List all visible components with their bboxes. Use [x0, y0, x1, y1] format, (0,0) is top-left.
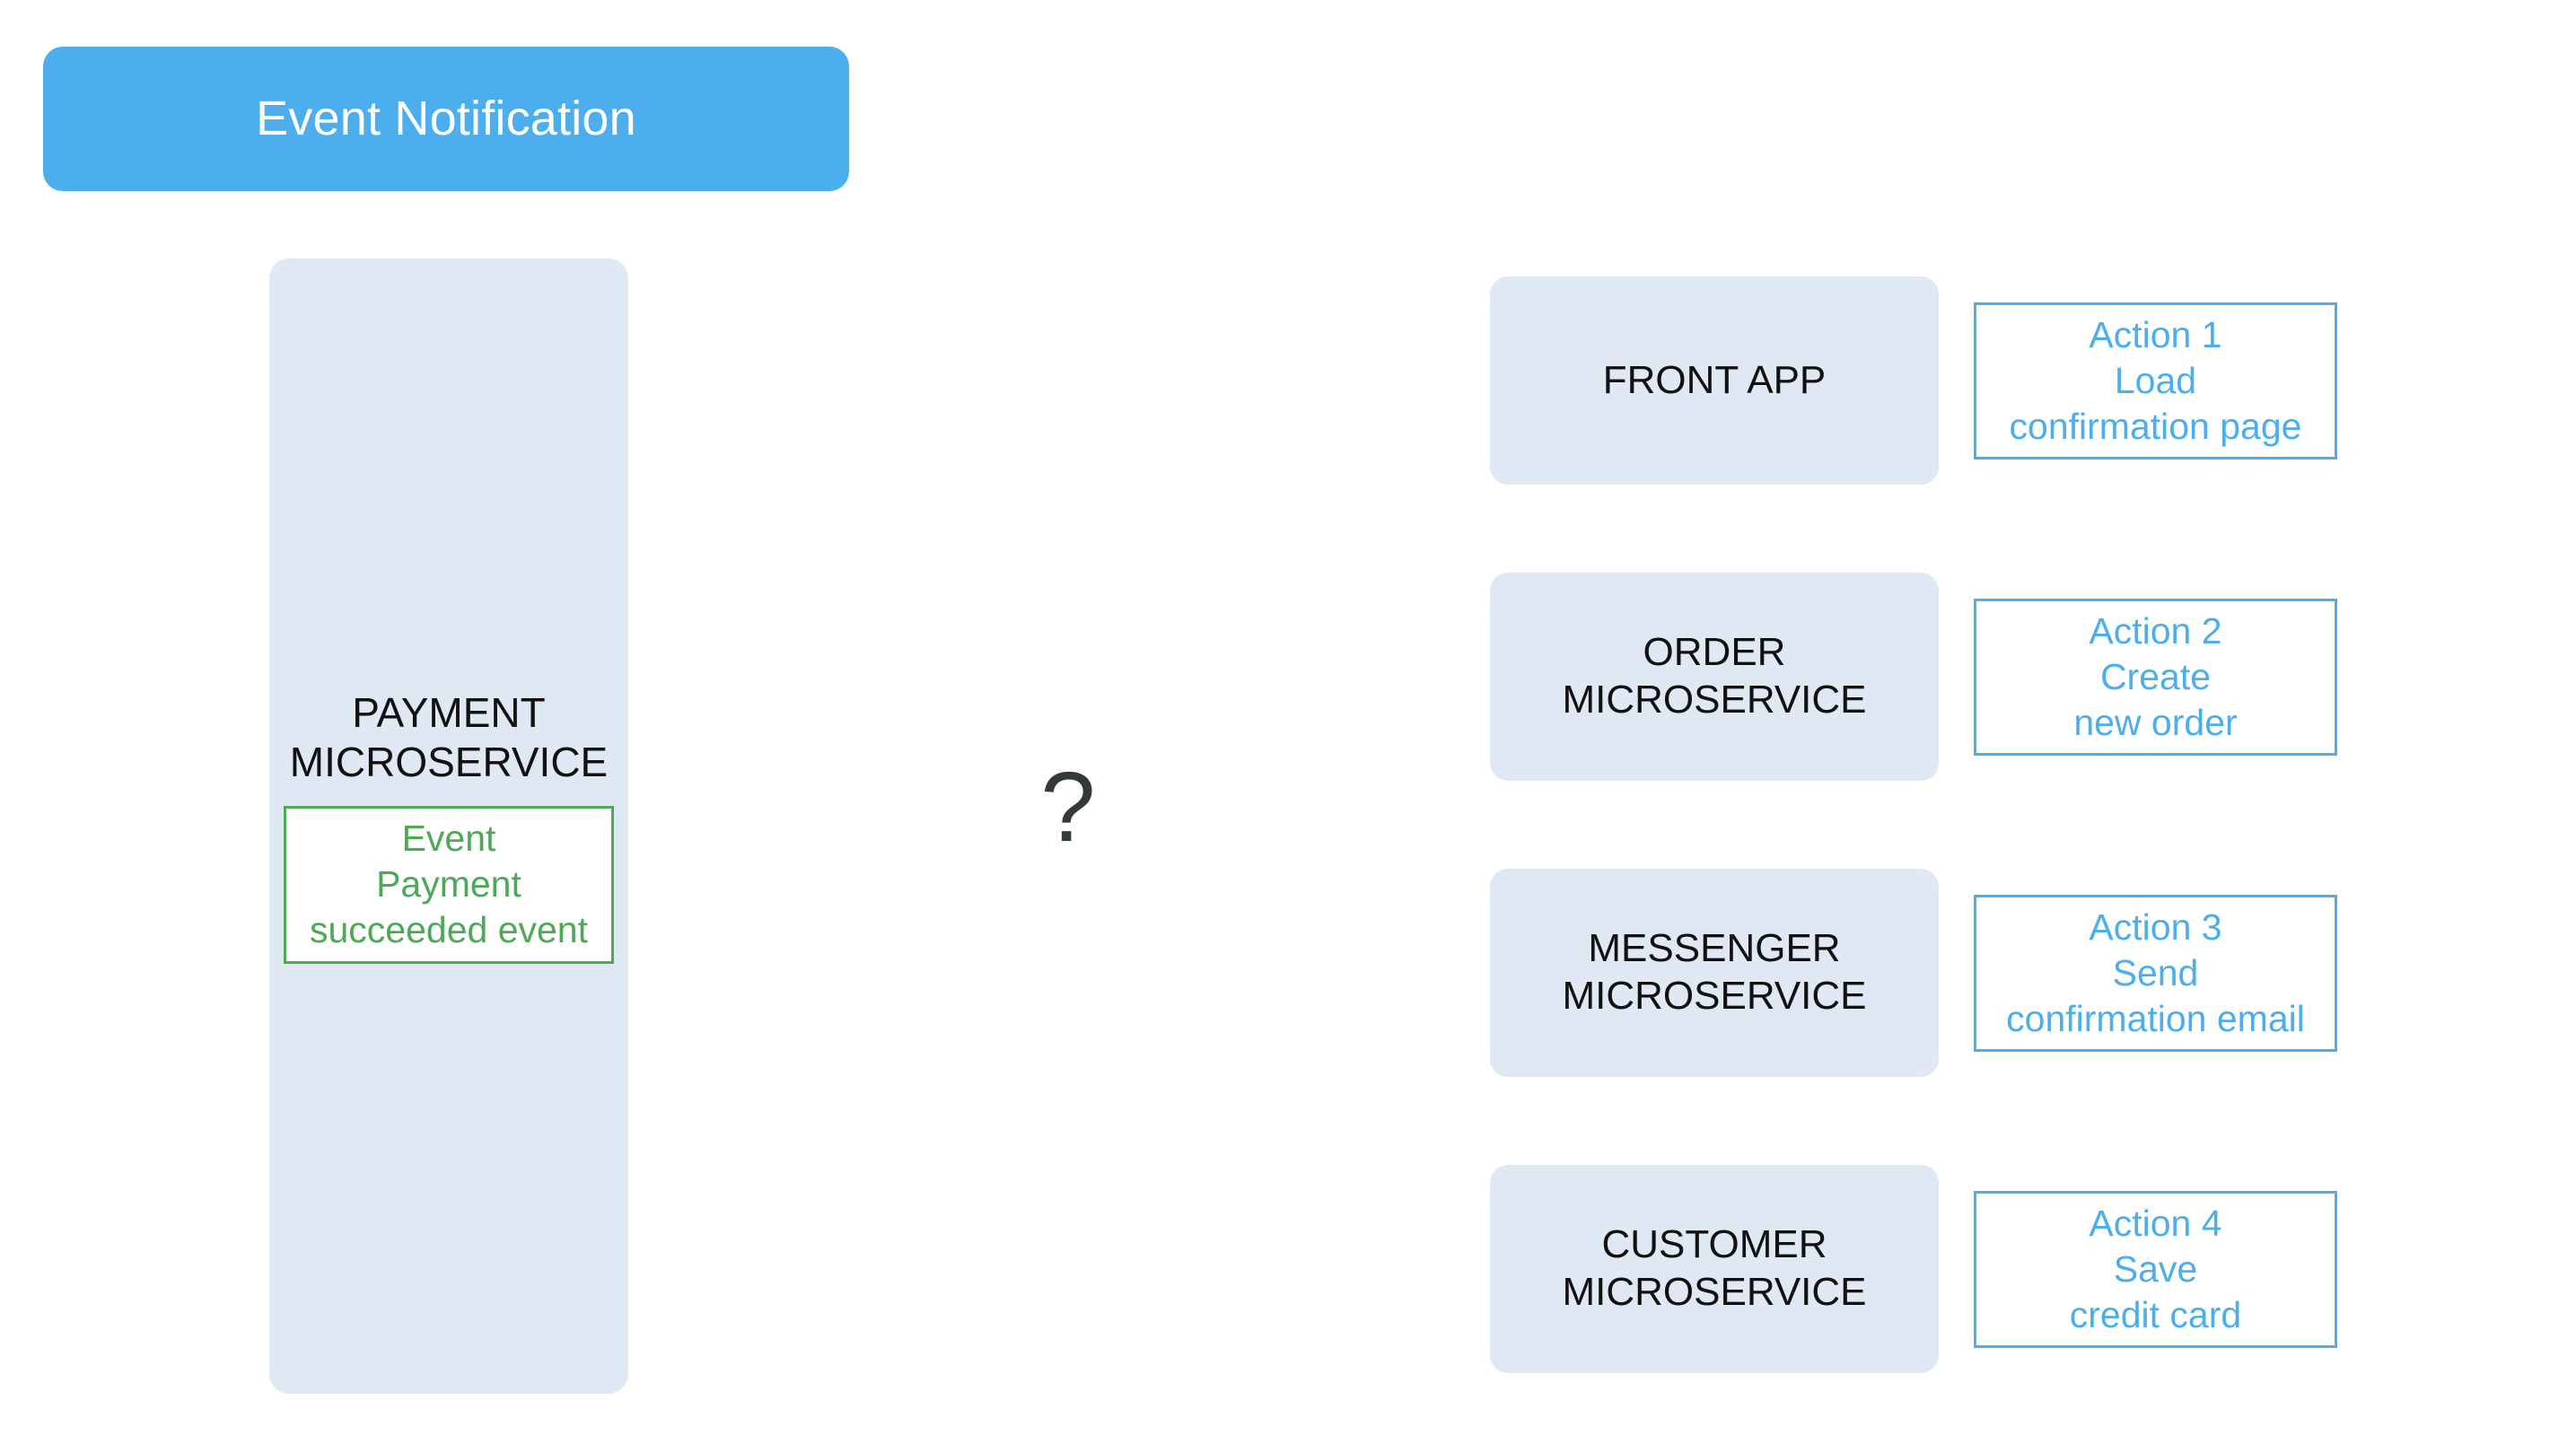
service-card-messenger-microservice: MESSENGER MICROSERVICE [1490, 869, 1939, 1077]
service-card-order-microservice: ORDER MICROSERVICE [1490, 573, 1939, 781]
action-text-1: Action 1 Load confirmation page [2009, 313, 2302, 448]
action-text-4: Action 4 Save credit card [2069, 1202, 2242, 1336]
question-mark-icon: ? [1040, 752, 1096, 862]
payment-succeeded-event-text: Event Payment succeeded event [309, 817, 588, 951]
payment-succeeded-event-box: Event Payment succeeded event [284, 805, 614, 964]
service-card-customer-microservice: CUSTOMER MICROSERVICE [1490, 1165, 1939, 1373]
service-title-order-microservice: ORDER MICROSERVICE [1562, 630, 1867, 722]
service-title-front-app: FRONT APP [1602, 357, 1827, 402]
action-text-3: Action 3 Send confirmation email [2006, 906, 2305, 1040]
service-title-messenger-microservice: MESSENGER MICROSERVICE [1562, 926, 1867, 1018]
event-notification-banner: Event Notification [43, 47, 849, 191]
action-box-1: Action 1 Load confirmation page [1974, 302, 2337, 459]
action-text-2: Action 2 Create new order [2073, 609, 2238, 744]
consumer-row-messenger-microservice: MESSENGER MICROSERVICE Action 3 Send con… [1490, 869, 2337, 1077]
service-title-customer-microservice: CUSTOMER MICROSERVICE [1562, 1222, 1867, 1314]
payment-microservice-title: PAYMENT MICROSERVICE [289, 689, 609, 785]
payment-microservice-card: PAYMENT MICROSERVICE Event Payment succe… [269, 258, 628, 1394]
banner-title: Event Notification [256, 91, 636, 145]
consumer-row-order-microservice: ORDER MICROSERVICE Action 2 Create new o… [1490, 573, 2337, 781]
action-box-4: Action 4 Save credit card [1974, 1191, 2337, 1348]
consumer-row-customer-microservice: CUSTOMER MICROSERVICE Action 4 Save cred… [1490, 1165, 2337, 1373]
action-box-2: Action 2 Create new order [1974, 599, 2337, 756]
action-box-3: Action 3 Send confirmation email [1974, 895, 2337, 1052]
consumer-row-front-app: FRONT APP Action 1 Load confirmation pag… [1490, 276, 2337, 485]
service-card-front-app: FRONT APP [1490, 276, 1939, 485]
